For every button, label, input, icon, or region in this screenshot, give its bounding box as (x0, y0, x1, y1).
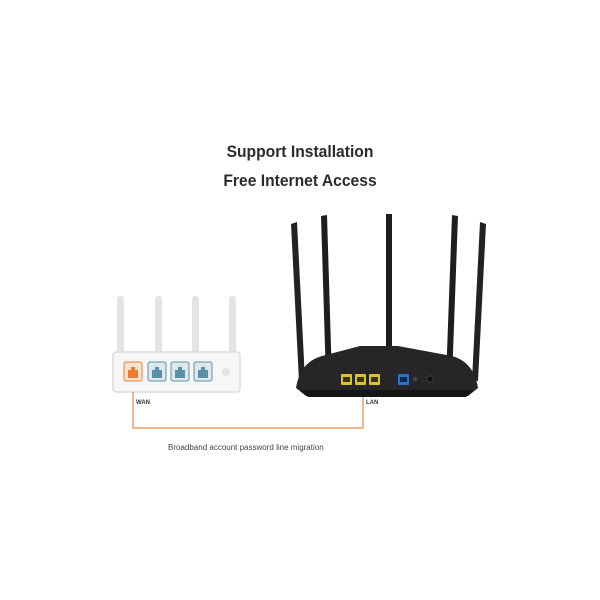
old-router-antenna-4 (229, 296, 236, 356)
new-router-antenna-3 (386, 214, 392, 352)
old-router (112, 296, 241, 393)
headline-free-internet-access: Free Internet Access (223, 171, 377, 190)
new-router-antenna-2 (321, 215, 332, 380)
migration-caption: Broadband account password line migratio… (168, 443, 324, 452)
old-router-power-button (222, 368, 230, 376)
new-router-power-jack (426, 375, 434, 383)
new-router (291, 214, 486, 397)
old-router-antenna-3 (192, 296, 199, 356)
migration-cable (132, 390, 364, 429)
old-router-antenna-2 (155, 296, 162, 356)
new-router-antenna-5 (472, 222, 486, 381)
old-router-antenna-1 (117, 296, 124, 356)
new-router-antenna-4 (446, 215, 458, 380)
wan-label: WAN (136, 400, 150, 406)
new-router-reset-button (413, 377, 417, 381)
new-router-antenna-1 (291, 222, 305, 381)
headline-support-installation: Support Installation (226, 142, 374, 161)
lan-label: LAN (366, 400, 379, 406)
